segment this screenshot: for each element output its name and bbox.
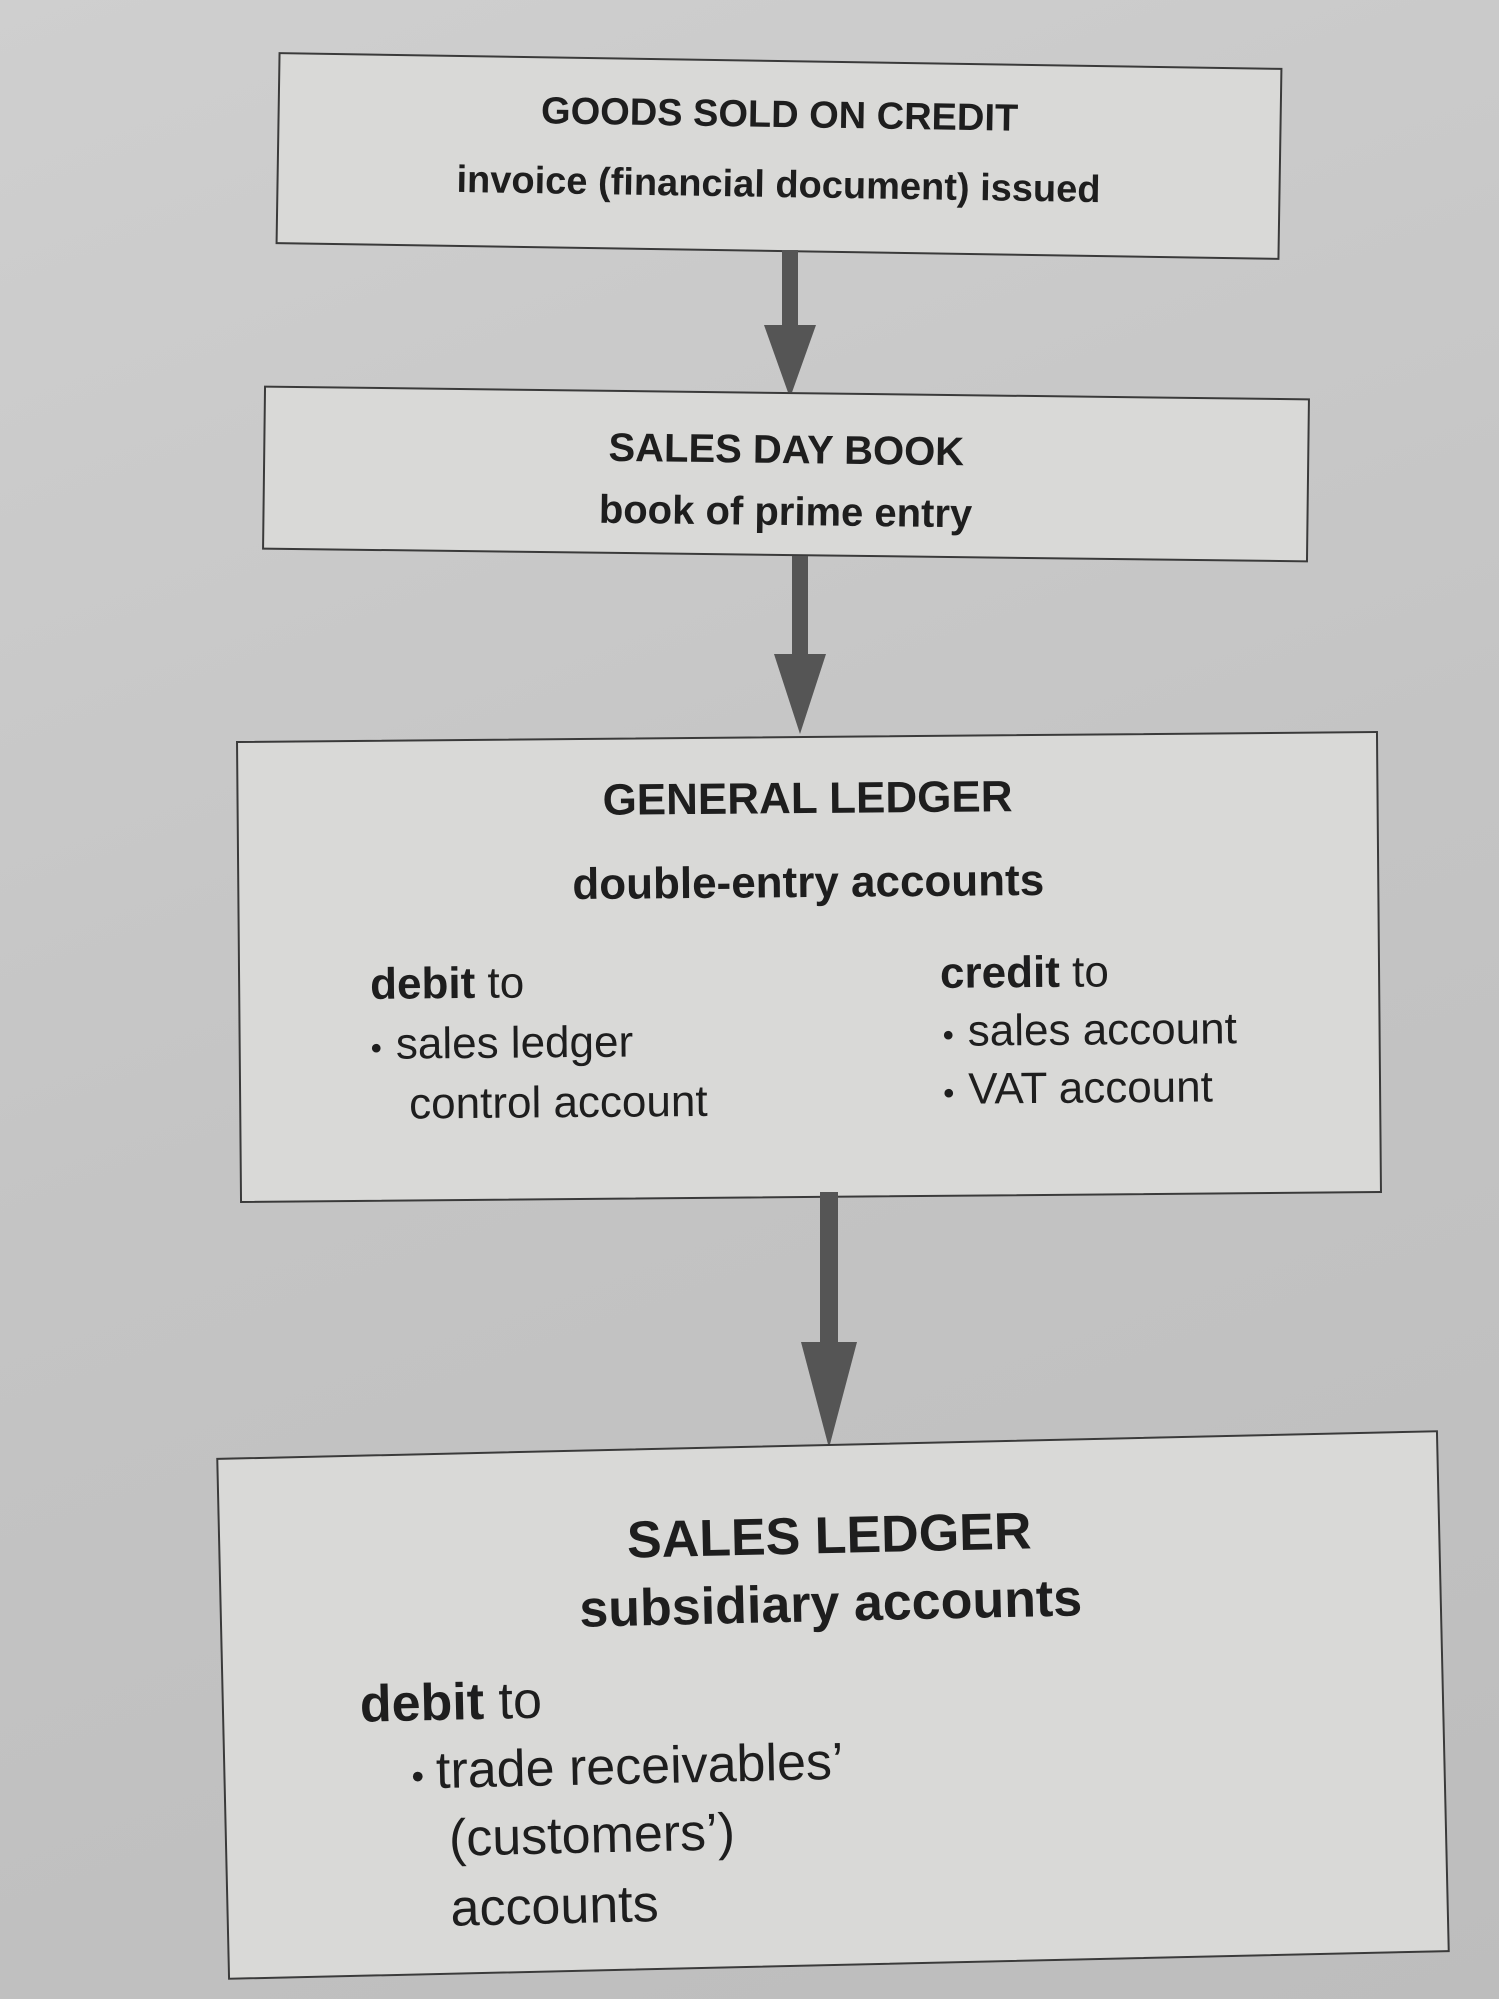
- box-title: SALES DAY BOOK: [608, 425, 965, 475]
- arrow-down-icon: [764, 250, 816, 398]
- bullet: •: [942, 1016, 954, 1053]
- item-text: sales ledger: [395, 1017, 634, 1069]
- debit-item: •trade receivables’: [411, 1732, 844, 1802]
- credit-to: to: [1071, 947, 1110, 997]
- box-subtitle: invoice (financial document) issued: [456, 158, 1101, 212]
- box-title: GOODS SOLD ON CREDIT: [540, 90, 1019, 140]
- debit-to: to: [497, 1671, 543, 1731]
- credit-item: • VAT account: [943, 1062, 1213, 1114]
- credit-item: • sales account: [942, 1004, 1237, 1057]
- debit-heading: debit to: [359, 1671, 542, 1735]
- sales-day-book-box: SALES DAY BOOK book of prime entry: [262, 385, 1310, 563]
- goods-sold-box: GOODS SOLD ON CREDIT invoice (financial …: [275, 52, 1283, 260]
- debit-label: debit: [369, 958, 476, 1009]
- debit-item-continued: control account: [408, 1076, 708, 1129]
- debit-to: to: [487, 958, 525, 1008]
- box-subtitle: book of prime entry: [598, 487, 973, 537]
- debit-item-continued: (customers’): [448, 1803, 736, 1868]
- bullet: •: [370, 1029, 383, 1066]
- box-subtitle: double-entry accounts: [572, 855, 1045, 910]
- item-text: trade receivables’: [435, 1732, 845, 1801]
- debit-label: debit: [359, 1672, 485, 1734]
- sales-ledger-box: SALES LEDGER subsidiary accounts debit t…: [216, 1430, 1450, 1980]
- bullet: •: [942, 1074, 955, 1111]
- arrow-down-icon: [774, 556, 826, 734]
- debit-heading: debit to: [370, 958, 524, 1009]
- item-text: sales account: [967, 1004, 1238, 1056]
- debit-item: • sales ledger: [370, 1017, 634, 1070]
- bullet: •: [411, 1755, 425, 1797]
- arrow-down-icon: [801, 1192, 857, 1448]
- credit-heading: credit to: [940, 947, 1109, 998]
- general-ledger-box: GENERAL LEDGER double-entry accounts deb…: [236, 731, 1382, 1203]
- item-text: VAT account: [968, 1062, 1214, 1114]
- debit-item-continued: accounts: [449, 1875, 660, 1938]
- credit-label: credit: [939, 947, 1061, 998]
- box-title: GENERAL LEDGER: [602, 772, 1013, 825]
